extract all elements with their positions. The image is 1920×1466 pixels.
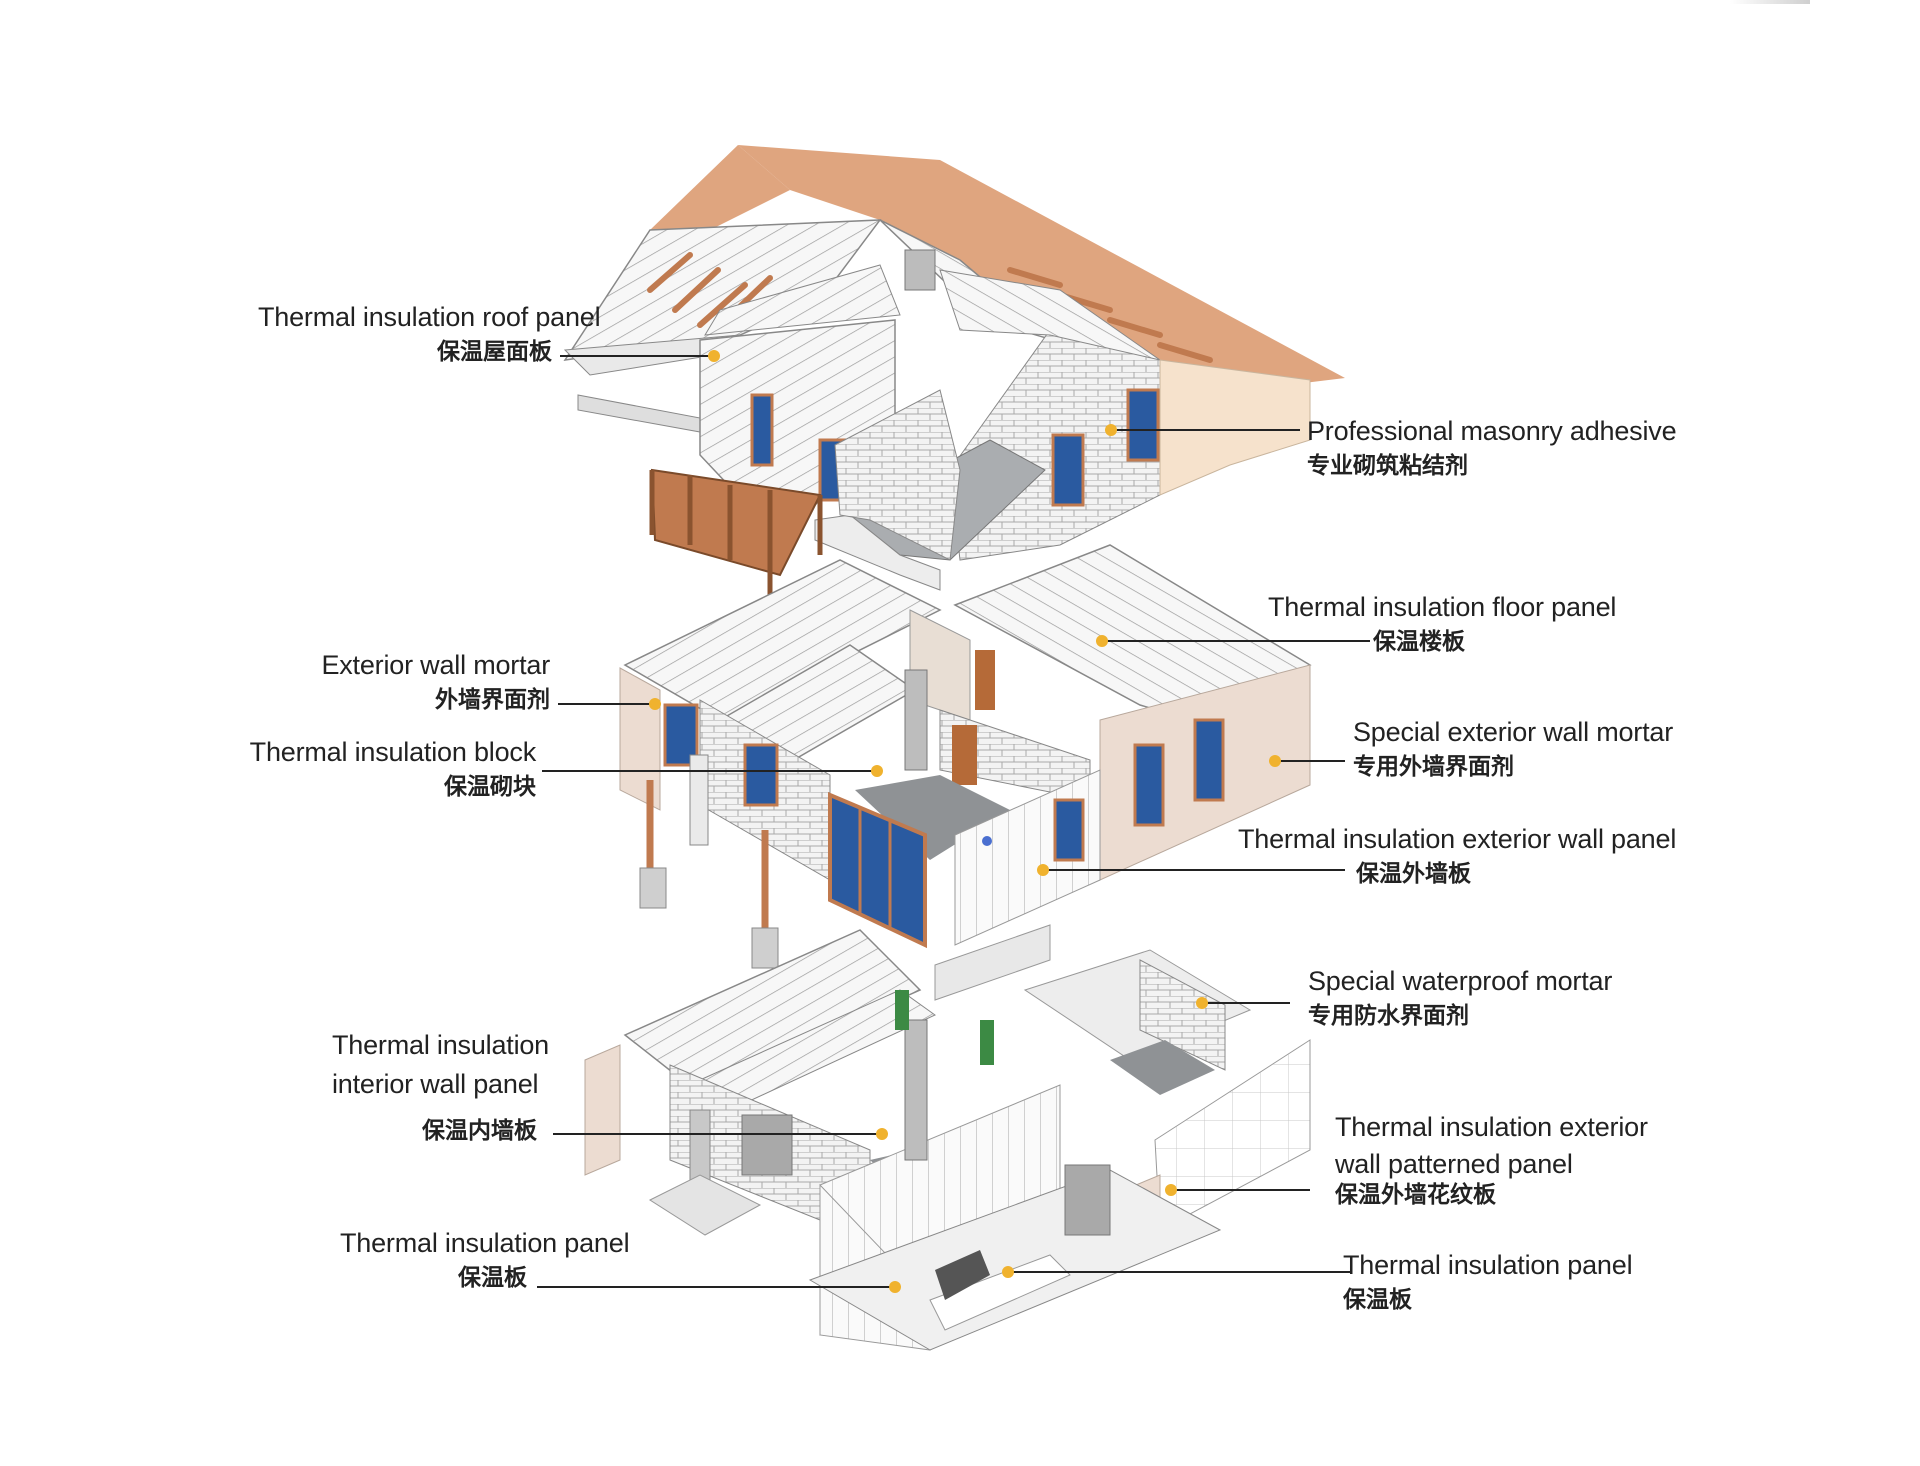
label-waterproof-mortar: Special waterproof mortar 专用防水界面剂 <box>1308 966 1612 1029</box>
label-exterior-wall-mortar-cn: 外墙界面剂 <box>435 687 550 714</box>
label-exterior-wall-panel: Thermal insulation exterior wall panel 保… <box>1238 824 1677 888</box>
label-roof-panel: Thermal insulation roof panel 保温屋面板 <box>258 302 601 366</box>
middle-column <box>904 669 928 771</box>
label-special-exterior-mortar-cn: 专用外墙界面剂 <box>1353 754 1514 781</box>
lower-column <box>904 1019 928 1161</box>
label-waterproof-mortar-en: Special waterproof mortar <box>1308 966 1613 996</box>
label-block-en: Thermal insulation block <box>249 737 537 767</box>
label-special-exterior-mortar: Special exterior wall mortar 专用外墙界面剂 <box>1353 717 1673 780</box>
dormer-roof <box>704 264 901 336</box>
label-patterned-panel-en-1: Thermal insulation exterior <box>1335 1112 1648 1142</box>
label-patterned-panel-cn: 保温外墙花纹板 <box>1335 1182 1496 1209</box>
label-interior-panel: Thermal insulation interior wall panel 保… <box>332 1026 549 1145</box>
lower-base-slab <box>808 1169 1222 1351</box>
label-patterned-panel-en-2: wall patterned panel <box>1335 1149 1573 1180</box>
middle-gray-floor <box>855 775 1010 860</box>
label-panel-right: Thermal insulation panel 保温板 <box>1343 1250 1633 1314</box>
label-roof-panel-en: Thermal insulation roof panel <box>258 302 601 332</box>
label-panel-left-cn: 保温板 <box>458 1265 527 1292</box>
upper-brick-wall <box>834 389 961 561</box>
label-masonry-adhesive-en: Professional masonry adhesive <box>1307 416 1677 446</box>
label-exterior-wall-mortar: Exterior wall mortar 外墙界面剂 <box>310 650 550 713</box>
lower-level <box>584 924 1311 1351</box>
corner-fade-bar <box>1730 0 1810 4</box>
label-masonry-adhesive-cn: 专业砌筑粘结剂 <box>1307 453 1468 480</box>
label-interior-panel-cn: 保温内墙板 <box>422 1118 537 1145</box>
lower-left-mortar <box>584 1044 621 1176</box>
middle-level <box>619 544 1312 969</box>
roof-level <box>563 145 1345 595</box>
label-interior-panel-en-2: interior wall panel <box>332 1069 539 1100</box>
label-panel-left: Thermal insulation panel 保温板 <box>340 1228 640 1291</box>
label-exterior-wall-panel-cn: 保温外墙板 <box>1356 861 1471 888</box>
marker-dots <box>649 350 1281 1293</box>
upper-gable-roof <box>939 269 1161 361</box>
bay-window <box>828 791 927 949</box>
middle-floor-panel-left <box>623 559 942 721</box>
label-floor-panel: Thermal insulation floor panel 保温楼板 <box>1268 592 1617 656</box>
middle-left-mortar <box>619 667 661 811</box>
stairs <box>935 1250 990 1300</box>
chimney <box>904 249 936 291</box>
lower-gray-floor-right <box>1110 1040 1215 1095</box>
label-waterproof-mortar-cn: 专用防水界面剂 <box>1308 1003 1469 1030</box>
label-floor-panel-cn: 保温楼板 <box>1373 629 1465 656</box>
label-floor-panel-en: Thermal insulation floor panel <box>1268 592 1617 622</box>
label-interior-panel-en-1: Thermal insulation <box>332 1030 550 1060</box>
label-block-cn: 保温砌块 <box>444 774 536 801</box>
label-panel-left-en: Thermal insulation panel <box>340 1228 630 1258</box>
label-special-exterior-mortar-en: Special exterior wall mortar <box>1353 717 1674 747</box>
label-exterior-wall-mortar-en: Exterior wall mortar <box>321 650 550 680</box>
roof-skin <box>738 145 1345 392</box>
label-roof-panel-cn: 保温屋面板 <box>437 339 552 366</box>
label-panel-right-cn: 保温板 <box>1343 1287 1412 1314</box>
label-exterior-wall-panel-en: Thermal insulation exterior wall panel <box>1238 824 1677 854</box>
label-patterned-panel: Thermal insulation exterior wall pattern… <box>1335 1108 1648 1209</box>
label-panel-right-en: Thermal insulation panel <box>1343 1250 1633 1280</box>
upper-peach-wall <box>1159 359 1311 496</box>
wood-balcony <box>649 468 823 595</box>
label-masonry-adhesive: Professional masonry adhesive 专业砌筑粘结剂 <box>1307 416 1677 480</box>
lower-right-brick-wall <box>1139 959 1226 1071</box>
label-block: Thermal insulation block 保温砌块 <box>240 737 537 801</box>
leader-lines <box>537 355 1370 1288</box>
